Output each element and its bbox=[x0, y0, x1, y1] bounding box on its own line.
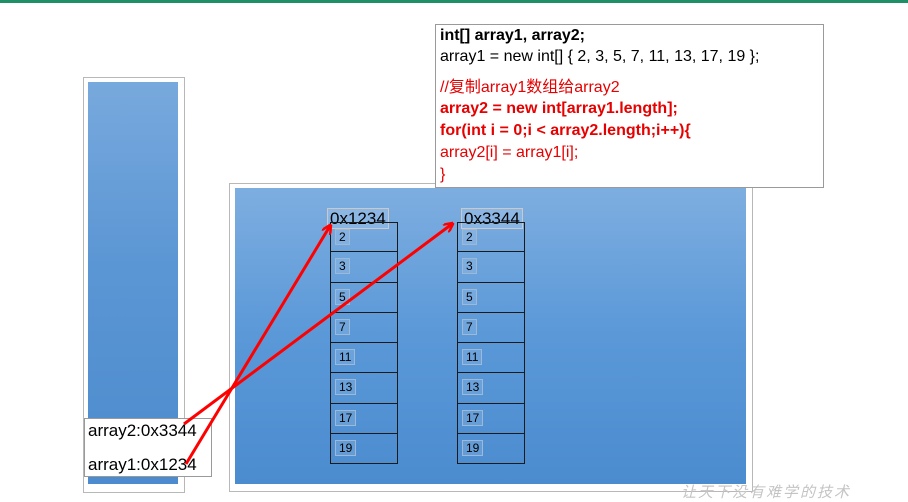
heap-array1-cells: 2 3 5 7 11 13 17 19 bbox=[330, 222, 398, 464]
array2-cell: 5 bbox=[457, 282, 525, 313]
array2-cell-value: 17 bbox=[462, 409, 484, 426]
top-accent-rule bbox=[0, 0, 908, 3]
code-snippet-box: int[] array1, array2; array1 = new int[]… bbox=[435, 24, 824, 188]
heap-address-array2: 0x3344 bbox=[461, 208, 523, 229]
array2-cell: 3 bbox=[457, 252, 525, 283]
array2-cell: 13 bbox=[457, 373, 525, 404]
array2-cell-value: 2 bbox=[462, 229, 477, 245]
array1-cell: 3 bbox=[330, 252, 398, 283]
code-line-close-brace: } bbox=[440, 166, 446, 183]
array1-cell-value: 2 bbox=[335, 229, 350, 245]
watermark-text: 让天下没有难学的技术 bbox=[681, 483, 852, 501]
array2-cell-value: 7 bbox=[462, 318, 477, 335]
array2-cell: 2 bbox=[457, 222, 525, 253]
array2-cell-value: 3 bbox=[462, 258, 477, 275]
array2-cell: 11 bbox=[457, 343, 525, 374]
code-line-comment: //复制array1数组给array2 bbox=[440, 79, 620, 96]
array2-cell-value: 13 bbox=[462, 379, 484, 396]
array1-cell: 7 bbox=[330, 312, 398, 343]
array1-cell: 13 bbox=[330, 373, 398, 404]
array1-cell: 11 bbox=[330, 343, 398, 374]
array1-cell-value: 17 bbox=[335, 409, 357, 426]
stack-var-array2: array2:0x3344 bbox=[88, 421, 197, 440]
array2-cell: 17 bbox=[457, 403, 525, 434]
array1-cell: 5 bbox=[330, 282, 398, 313]
array1-cell-value: 13 bbox=[335, 379, 357, 396]
array1-cell: 17 bbox=[330, 403, 398, 434]
array1-cell-value: 7 bbox=[335, 318, 350, 335]
heap-array2-cells: 2 3 5 7 11 13 17 19 bbox=[457, 222, 525, 464]
array1-cell-value: 19 bbox=[335, 439, 357, 456]
array2-cell-value: 11 bbox=[462, 349, 483, 365]
code-line-init-array1: array1 = new int[] { 2, 3, 5, 7, 11, 13,… bbox=[440, 48, 760, 65]
array2-cell-value: 5 bbox=[462, 288, 477, 305]
stack-var-array1: array1:0x1234 bbox=[88, 455, 197, 474]
array2-cell: 19 bbox=[457, 433, 525, 464]
code-line-new-array2: array2 = new int[array1.length]; bbox=[440, 100, 678, 117]
code-line-for-loop: for(int i = 0;i < array2.length;i++){ bbox=[440, 122, 691, 139]
array2-cell: 7 bbox=[457, 312, 525, 343]
stack-region bbox=[88, 82, 178, 484]
array1-cell: 19 bbox=[330, 433, 398, 464]
code-line-declare: int[] array1, array2; bbox=[440, 27, 585, 44]
array2-cell-value: 19 bbox=[462, 439, 484, 456]
array1-cell-value: 5 bbox=[335, 288, 350, 305]
array1-cell-value: 3 bbox=[335, 258, 350, 275]
array1-cell-value: 11 bbox=[335, 349, 356, 365]
array1-cell: 2 bbox=[330, 222, 398, 253]
stack-variables-box: array2:0x3344 array1:0x1234 bbox=[84, 418, 212, 477]
code-line-assign: array2[i] = array1[i]; bbox=[440, 144, 579, 161]
